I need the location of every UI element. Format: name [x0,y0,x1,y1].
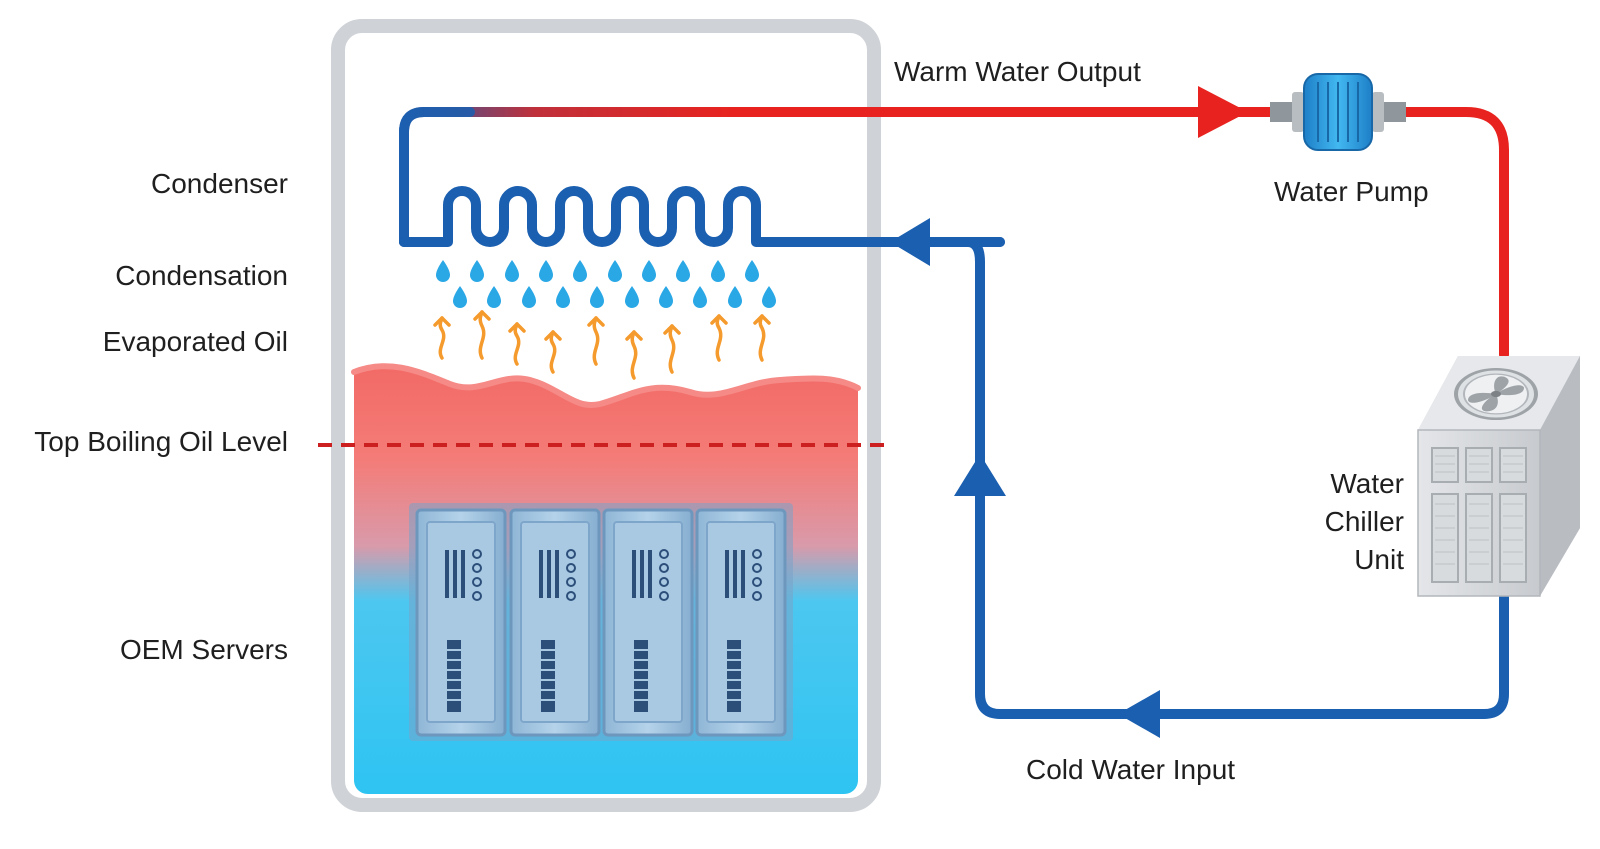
label-top-oil-level: Top Boiling Oil Level [34,426,288,457]
label-condenser: Condenser [151,168,288,199]
flow-arrow-icon [890,218,930,266]
server-rack-icon [509,508,601,737]
water-droplet-icon [762,286,776,308]
label-chiller-line-2: Chiller [1324,506,1404,537]
fan-icon [1454,367,1538,421]
vapor-arrow-icon [473,310,491,360]
vapor-arrow-icon [433,316,451,360]
label-chiller-line-3: Unit [1354,544,1404,575]
water-droplet-icon [453,286,467,308]
label-water-pump: Water Pump [1274,176,1429,207]
vapor-arrow-icon [544,330,562,374]
server-rack-icon [602,508,694,737]
water-chiller-unit [1417,356,1580,597]
water-droplet-icon [522,286,536,308]
water-droplet-icon [436,260,450,282]
vapor-arrow-icon [587,316,605,366]
label-evaporated-oil: Evaporated Oil [102,326,288,357]
water-droplet-icon [625,286,639,308]
water-droplet-icon [728,286,742,308]
oil-surface-highlight [351,363,861,408]
label-oem-servers: OEM Servers [119,634,288,665]
vapor-arrow-icon [710,314,728,362]
vapor-arrow-icon [753,314,771,362]
water-droplet-icon [590,286,604,308]
water-droplet-icon [470,260,484,282]
server-rack-icon [415,508,507,737]
flow-arrow-icon [1198,86,1248,138]
vapor-arrow-icon [663,324,681,374]
water-droplet-icon [676,260,690,282]
water-droplet-icon [711,260,725,282]
condensation-droplets [436,260,776,308]
water-droplet-icon [642,260,656,282]
water-droplet-icon [659,286,673,308]
water-droplet-icon [539,260,553,282]
server-rack-icon [695,508,787,737]
water-droplet-icon [487,286,501,308]
condenser-coil [399,186,1005,247]
water-droplet-icon [505,260,519,282]
oem-servers [409,503,793,741]
water-droplet-icon [573,260,587,282]
label-chiller-line-1: Water [1330,468,1404,499]
water-droplet-icon [745,260,759,282]
label-cold-water-input: Cold Water Input [1026,754,1236,785]
label-condensation: Condensation [115,260,288,291]
cold-water-pipe [963,236,1509,719]
water-droplet-icon [556,286,570,308]
water-pump [1270,73,1406,151]
water-droplet-icon [608,260,622,282]
flow-arrow-icon [954,454,1006,496]
evaporated-oil-arrows [433,310,771,380]
flow-arrow-icon [1118,690,1160,738]
water-droplet-icon [693,286,707,308]
vapor-arrow-icon [508,322,526,366]
vapor-arrow-icon [625,330,643,380]
label-warm-water-output: Warm Water Output [894,56,1141,87]
